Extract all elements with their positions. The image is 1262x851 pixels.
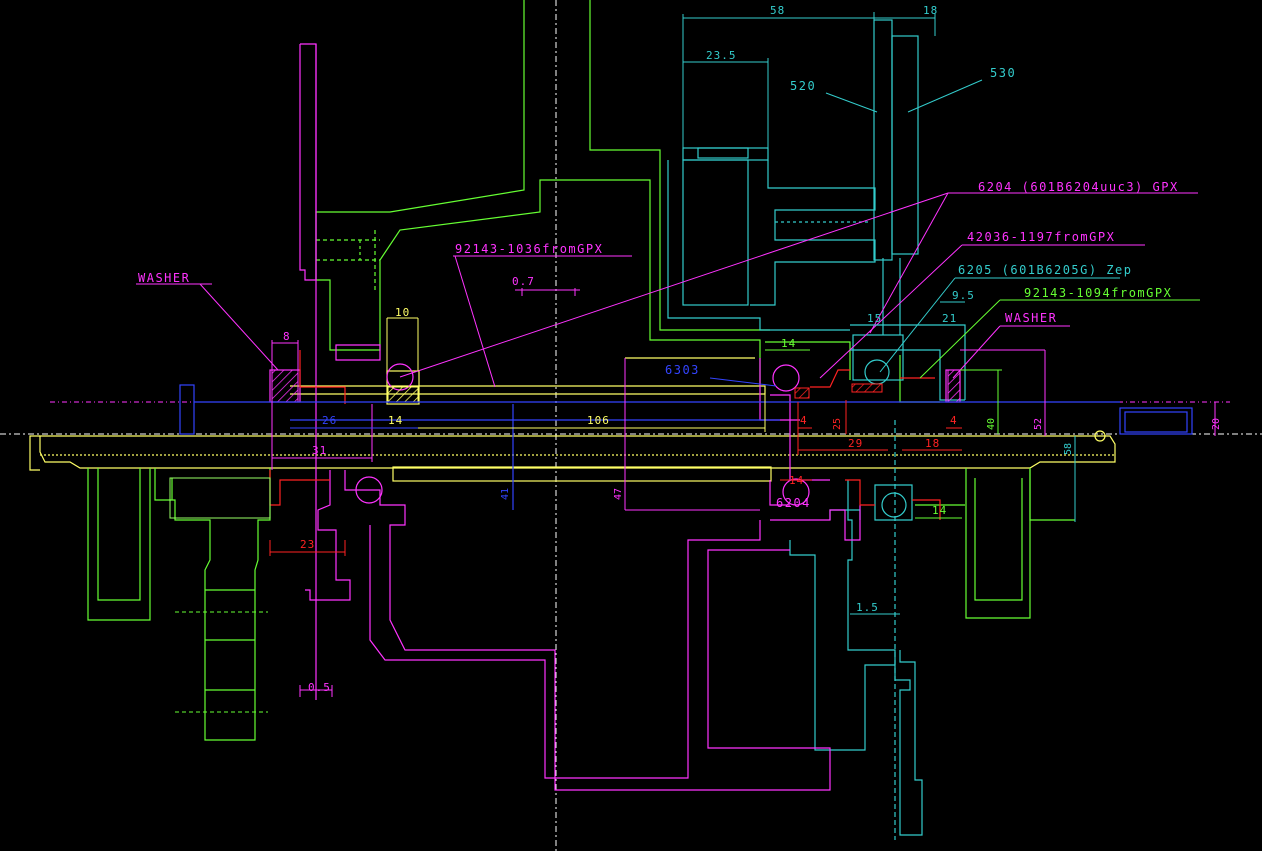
dim-10: 10 <box>395 306 410 319</box>
ref-520-label: 520 <box>790 79 816 93</box>
dim-29: 29 <box>848 437 863 450</box>
part-labels: WASHER WASHER 92143-1036fromGPX 6204 (60… <box>136 66 1200 510</box>
dim-0-5: 0.5 <box>308 681 331 694</box>
hub-part <box>169 477 271 519</box>
dim-9-5: 9.5 <box>952 289 975 302</box>
dim-20: 20 <box>1211 418 1222 430</box>
bearing-6303-label: 6303 <box>665 363 700 377</box>
dim-15: 15 <box>867 312 882 325</box>
part-6205-label: 6205 (601B6205G) Zep <box>958 263 1133 277</box>
dim-4-mid: 4 <box>800 414 808 427</box>
dim-106: 106 <box>587 414 610 427</box>
upper-housing <box>87 0 1075 741</box>
part-42036-label: 42036-1197fromGPX <box>967 230 1115 244</box>
dim-41: 41 <box>500 488 511 500</box>
dim-52: 52 <box>1033 418 1044 430</box>
part-6204-gpx-label: 6204 (601B6204uuc3) GPX <box>978 180 1179 194</box>
dim-14-mid: 14 <box>781 337 796 350</box>
cyan-structure <box>667 19 966 840</box>
magenta-housing <box>269 43 961 791</box>
red-parts <box>269 350 941 520</box>
washer-right-label: WASHER <box>1005 311 1057 325</box>
dim-8: 8 <box>283 330 291 343</box>
dim-1-5: 1.5 <box>856 601 879 614</box>
dim-21: 21 <box>942 312 957 325</box>
dimension-texts: 58 18 23.5 10 0.7 8 14 26 106 31 23 41 4… <box>283 4 1222 694</box>
dim-14-left: 14 <box>388 414 403 427</box>
dim-26: 26 <box>322 414 337 427</box>
dim-18-right: 18 <box>925 437 940 450</box>
dim-47: 47 <box>613 488 624 500</box>
part-92143-1094-label: 92143-1094fromGPX <box>1024 286 1172 300</box>
leader-lines <box>199 79 1001 388</box>
washer-left-label: WASHER <box>138 271 190 285</box>
dimension-lines <box>269 12 1216 697</box>
ref-530-label: 530 <box>990 66 1016 80</box>
part-92143-1036-label: 92143-1036fromGPX <box>455 242 603 256</box>
dim-40: 40 <box>986 418 997 430</box>
bearing-circles <box>355 363 1106 506</box>
hatched-parts <box>271 369 961 403</box>
dim-58-vertical: 58 <box>1063 443 1074 455</box>
dim-23-5: 23.5 <box>706 49 737 62</box>
dim-0-7: 0.7 <box>512 275 535 288</box>
bearing-6204-label: 6204 <box>776 496 811 510</box>
green-centerlines <box>175 611 268 713</box>
dim-4-right: 4 <box>950 414 958 427</box>
dim-25: 25 <box>832 418 843 430</box>
dim-14-6204: 14 <box>789 474 804 487</box>
dim-31: 31 <box>312 444 327 457</box>
dim-14-bottom: 14 <box>932 504 947 517</box>
dim-58: 58 <box>770 4 785 17</box>
dim-23: 23 <box>300 538 315 551</box>
dim-18-top: 18 <box>923 4 938 17</box>
blue-parts <box>179 384 1193 510</box>
